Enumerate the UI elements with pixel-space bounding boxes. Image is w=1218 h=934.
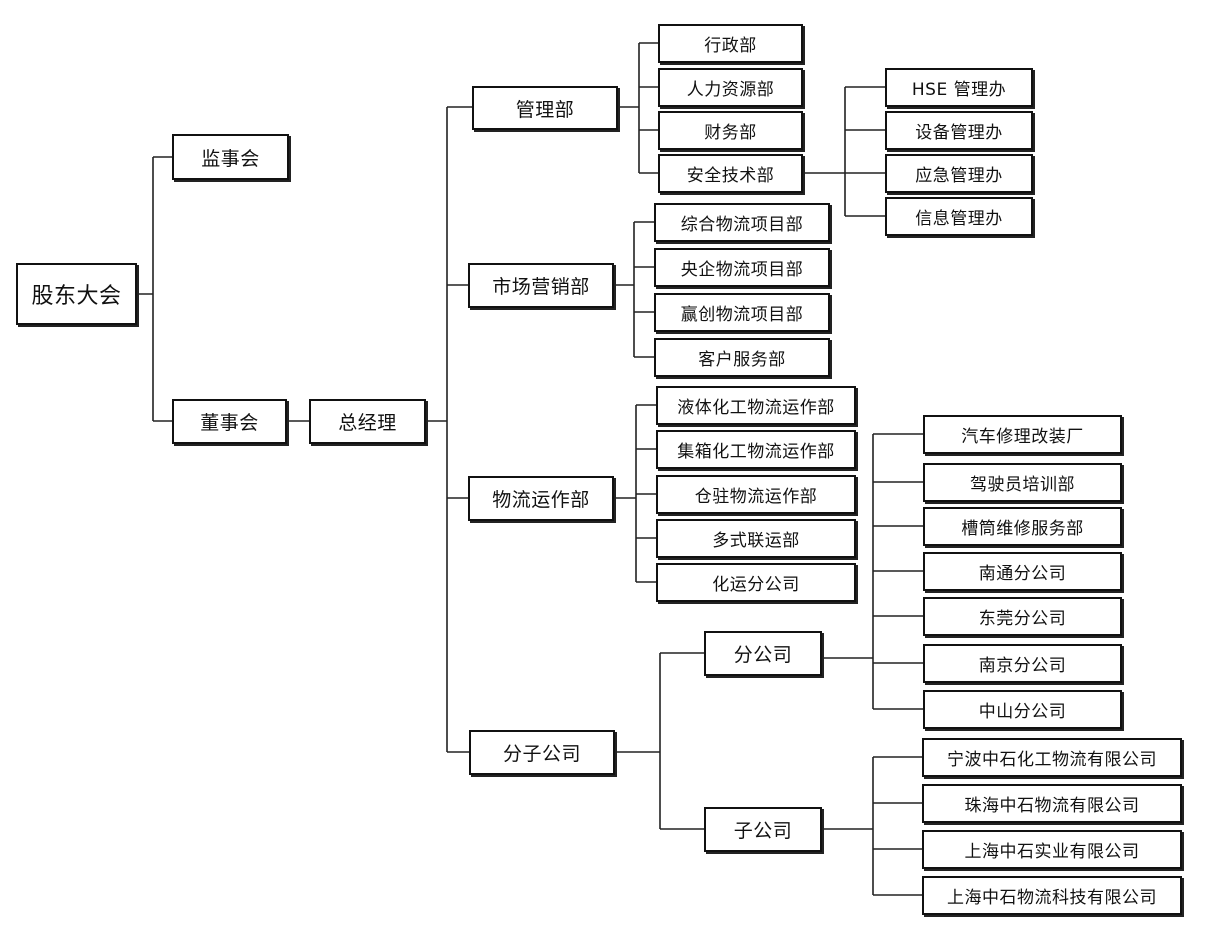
node-branch-offices: 分公司	[704, 631, 822, 676]
node-board-of-directors: 董事会	[172, 399, 287, 444]
node-logistics-child: 液体化工物流运作部	[656, 386, 856, 425]
node-information-office: 信息管理办	[885, 197, 1033, 236]
node-hr-dept: 人力资源部	[658, 68, 803, 107]
node-subsidiary-companies: 子公司	[704, 807, 822, 852]
node-logistics-dept: 物流运作部	[468, 476, 614, 521]
node-branch-child: 东莞分公司	[923, 597, 1122, 636]
node-subsidiary-child: 上海中石物流科技有限公司	[922, 876, 1182, 915]
node-logistics-child: 仓驻物流运作部	[656, 475, 856, 514]
node-subsidiary-child: 珠海中石物流有限公司	[922, 784, 1182, 823]
node-finance-dept: 财务部	[658, 111, 803, 150]
node-branch-child: 南京分公司	[923, 644, 1122, 683]
node-shareholders-meeting: 股东大会	[16, 263, 137, 325]
node-general-manager: 总经理	[309, 399, 426, 444]
node-branch-child: 南通分公司	[923, 552, 1122, 591]
node-admin-dept: 行政部	[658, 24, 803, 63]
node-branch-child: 中山分公司	[923, 690, 1122, 729]
node-logistics-child: 集箱化工物流运作部	[656, 430, 856, 469]
node-marketing-child: 央企物流项目部	[654, 248, 830, 287]
node-emergency-office: 应急管理办	[885, 154, 1033, 193]
node-board-of-supervisors: 监事会	[172, 134, 289, 180]
node-marketing-child: 客户服务部	[654, 338, 830, 377]
node-hse-office: HSE 管理办	[885, 68, 1033, 107]
node-branch-child: 槽筒维修服务部	[923, 507, 1122, 546]
node-management-dept: 管理部	[472, 86, 618, 130]
node-marketing-dept: 市场营销部	[468, 263, 614, 308]
node-subsidiary-child: 宁波中石化工物流有限公司	[922, 738, 1182, 777]
node-marketing-child: 综合物流项目部	[654, 203, 830, 242]
node-safety-tech-dept: 安全技术部	[658, 154, 803, 193]
node-branch-child: 驾驶员培训部	[923, 463, 1122, 502]
node-subsidiary-child: 上海中石实业有限公司	[922, 830, 1182, 869]
node-marketing-child: 赢创物流项目部	[654, 293, 830, 332]
node-logistics-child: 化运分公司	[656, 563, 856, 602]
node-branch-child: 汽车修理改装厂	[923, 415, 1122, 454]
node-subsidiaries-group: 分子公司	[469, 730, 615, 775]
node-equipment-office: 设备管理办	[885, 111, 1033, 150]
node-logistics-child: 多式联运部	[656, 519, 856, 558]
